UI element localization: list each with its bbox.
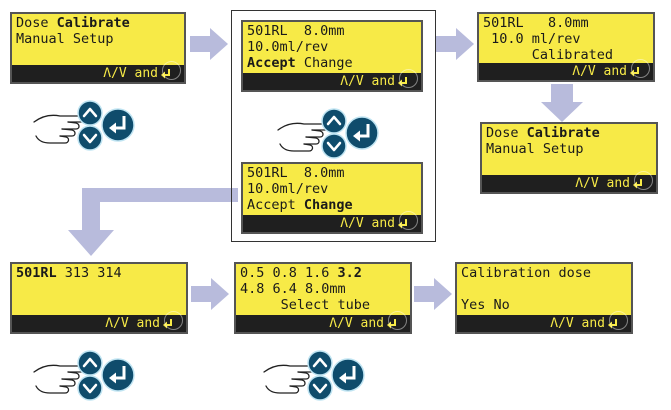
- lcd-highlight-text: 3.2: [337, 265, 362, 281]
- lcd-text: Select tube: [240, 297, 371, 313]
- lcd-line: Calibration dose: [461, 266, 591, 281]
- lcd-line: Manual Setup: [16, 32, 114, 47]
- lcd-nav-bar: Λ/V and: [12, 315, 186, 332]
- lcd-nav-bar: Λ/V and: [457, 315, 631, 332]
- lcd-text: 501RL 8.0mm: [247, 23, 345, 39]
- flow-arrow-right-2: [436, 28, 474, 60]
- lcd-ghost-circle: [164, 311, 183, 330]
- lcd-highlight-text: Accept: [247, 55, 296, 71]
- lcd-line: 10.0 ml/rev: [483, 31, 581, 47]
- lcd-ghost-circle: [634, 171, 653, 190]
- lcd-text: 501RL 8.0mm: [483, 15, 589, 31]
- lcd-line: Dose Calibrate: [486, 126, 600, 141]
- lcd-text: Manual Setup: [486, 141, 584, 157]
- lcd-highlight-text: Calibrate: [56, 15, 130, 31]
- lcd-highlight-text: Change: [303, 197, 353, 213]
- lcd-line: 501RL 8.0mm: [247, 166, 345, 181]
- lcd-nav-bar: Λ/V and: [482, 175, 656, 192]
- lcd-text: 313 314: [56, 265, 122, 281]
- lcd-text: Calibrated: [483, 47, 614, 63]
- lcd-line: Manual Setup: [486, 142, 584, 157]
- down-arrow-button[interactable]: [307, 375, 333, 401]
- lcd-line: 501RL 313 314: [16, 266, 122, 281]
- lcd-text: 10.0ml/rev: [247, 181, 329, 197]
- lcd-line: 501RL 8.0mm: [247, 24, 345, 39]
- lcd-nav-bar: Λ/V and: [479, 63, 653, 80]
- hand-buttons-1: [32, 92, 142, 156]
- lcd-nav-bar: Λ/V and: [243, 73, 421, 90]
- lcd-ghost-circle: [609, 311, 628, 330]
- lcd-line: 10.0ml/rev: [247, 40, 328, 55]
- lcd-text: Accept: [247, 197, 304, 213]
- lcd-nav-bar: Λ/V and: [243, 215, 421, 232]
- down-arrow-button[interactable]: [77, 125, 103, 151]
- flow-arrow-down: [541, 84, 583, 122]
- enter-button[interactable]: [331, 358, 365, 392]
- nav-hint: Λ/V and: [572, 64, 627, 79]
- hand-buttons-3: [32, 342, 142, 406]
- hand-buttons-4: [262, 342, 372, 406]
- lcd-text: 501RL 8.0mm: [247, 165, 345, 181]
- lcd-text: 4.8 6.4 8.0mm: [240, 281, 346, 297]
- lcd-ghost-circle: [162, 61, 181, 80]
- nav-hint: Λ/V and: [340, 74, 395, 89]
- lcd-highlight-text: 501RL: [16, 265, 57, 281]
- lcd-nav-bar: Λ/V and: [12, 65, 184, 82]
- nav-hint: Λ/V and: [340, 216, 395, 231]
- lcd-text: 10.0ml/rev: [247, 39, 329, 55]
- choice-panel: [231, 10, 436, 242]
- lcd-text: Yes No: [461, 297, 510, 313]
- enter-button[interactable]: [101, 108, 135, 142]
- up-arrow-button[interactable]: [307, 350, 333, 376]
- lcd-line: Accept Change: [247, 198, 353, 213]
- lcd-text: Manual Setup: [16, 31, 114, 47]
- lcd-line: Accept Change: [247, 56, 353, 71]
- lcd-line: 10.0ml/rev: [247, 182, 328, 197]
- lcd-text: Change: [295, 55, 353, 71]
- lcd-line: Dose Calibrate: [16, 16, 130, 31]
- nav-hint: Λ/V and: [329, 316, 384, 331]
- nav-hint: Λ/V and: [105, 316, 160, 331]
- up-arrow-button[interactable]: [321, 108, 347, 134]
- flow-arrow-right-4: [414, 278, 452, 310]
- flow-arrow-elbow: [68, 188, 238, 256]
- up-arrow-button[interactable]: [77, 100, 103, 126]
- lcd-line: Select tube: [240, 298, 370, 313]
- down-arrow-button[interactable]: [77, 375, 103, 401]
- lcd-line: 501RL 8.0mm: [483, 16, 589, 31]
- up-arrow-button[interactable]: [77, 350, 103, 376]
- lcd-text: Dose: [16, 15, 57, 31]
- lcd-line: 0.5 0.8 1.6 3.2: [240, 266, 362, 281]
- lcd-highlight-text: Calibrate: [526, 125, 600, 141]
- lcd-text: 10.0 ml/rev: [483, 31, 581, 47]
- flow-arrow-right-1: [190, 28, 228, 60]
- hand-buttons-2: [276, 100, 386, 164]
- lcd-ghost-circle: [399, 69, 418, 88]
- lcd-text: Dose: [486, 125, 527, 141]
- nav-hint: Λ/V and: [575, 176, 630, 191]
- lcd-line: 4.8 6.4 8.0mm: [240, 282, 346, 297]
- lcd-ghost-circle: [631, 59, 650, 78]
- lcd-text: 0.5 0.8 1.6: [240, 265, 338, 281]
- enter-button[interactable]: [345, 116, 379, 150]
- lcd-nav-bar: Λ/V and: [236, 315, 410, 332]
- flow-arrow-right-3: [191, 278, 229, 310]
- nav-hint: Λ/V and: [103, 66, 158, 81]
- enter-button[interactable]: [101, 358, 135, 392]
- lcd-ghost-circle: [399, 211, 418, 230]
- lcd-ghost-circle: [388, 311, 407, 330]
- lcd-line: Calibrated: [483, 48, 613, 63]
- down-arrow-button[interactable]: [321, 133, 347, 159]
- lcd-line: Yes No: [461, 298, 510, 313]
- lcd-text: Calibration dose: [461, 265, 592, 281]
- nav-hint: Λ/V and: [550, 316, 605, 331]
